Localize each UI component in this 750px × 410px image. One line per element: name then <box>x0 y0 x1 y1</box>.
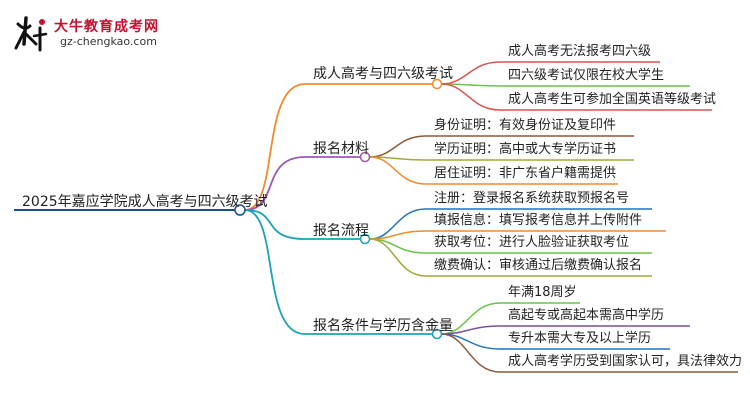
leaf-4-3[interactable]: 专升本需大专及以上学历 <box>508 331 652 346</box>
branch-connector-4 <box>244 209 306 335</box>
logo-url: gz-chengkao.com <box>60 35 157 48</box>
leaf-2-3[interactable]: 居住证明：非广东省户籍需提供 <box>434 166 617 181</box>
branch-node-circle-4 <box>431 328 443 340</box>
leaf-1-1[interactable]: 成人高考无法报考四六级 <box>508 44 652 59</box>
leaf-connector <box>441 333 670 350</box>
branch-node-circle-1 <box>431 78 443 90</box>
leaf-connector <box>369 208 652 240</box>
leaf-4-1[interactable]: 年满18周岁 <box>508 285 577 300</box>
root-node-circle <box>234 204 246 216</box>
logo-calligraphy-icon <box>14 16 48 52</box>
leaf-3-2[interactable]: 填报信息：填写报考信息并上传附件 <box>434 213 643 228</box>
leaf-connector <box>441 83 712 111</box>
branch-node-circle-2 <box>359 151 371 163</box>
leaf-connectors <box>369 61 738 373</box>
leaf-1-3[interactable]: 成人高考生可参加全国英语等级考试 <box>508 92 717 107</box>
branch-topic-3[interactable]: 报名流程 <box>313 223 369 239</box>
leaf-3-4[interactable]: 缴费确认：审核通过后缴费确认报名 <box>434 258 643 273</box>
leaf-connector <box>369 135 634 158</box>
leaf-1-2[interactable]: 四六级考试仅限在校大学生 <box>508 68 665 83</box>
leaf-connector <box>441 333 738 373</box>
leaf-3-1[interactable]: 注册：登录报名系统获取预报名号 <box>434 191 630 206</box>
leaf-connector <box>369 238 652 254</box>
branch-connector-1 <box>244 83 306 211</box>
leaf-2-1[interactable]: 身份证明：有效身份证及复印件 <box>434 118 617 133</box>
branch-connector-2 <box>244 156 306 211</box>
logo-title: 大牛教育成考网 <box>54 19 159 35</box>
leaf-connector <box>441 83 690 87</box>
branch-connector-3 <box>244 209 306 240</box>
branch-topic-4[interactable]: 报名条件与学历含金量 <box>313 318 453 334</box>
leaf-connector <box>441 61 660 85</box>
branch-topic-1[interactable]: 成人高考与四六级考试 <box>313 66 453 82</box>
leaf-connector <box>441 302 580 335</box>
leaf-4-2[interactable]: 高起专或高起本需高中学历 <box>508 308 665 323</box>
root-topic[interactable]: 2025年嘉应学院成人高考与四六级考试 <box>22 194 268 210</box>
site-logo[interactable]: 大牛教育成考网 gz-chengkao.com <box>12 14 187 54</box>
branch-node-circle-3 <box>359 233 371 245</box>
leaf-connector <box>369 238 652 277</box>
leaf-connector <box>369 156 618 185</box>
leaf-2-2[interactable]: 学历证明：高中或大专学历证书 <box>434 142 617 157</box>
leaf-4-4[interactable]: 成人高考学历受到国家认可，具法律效力 <box>508 354 743 369</box>
branch-topic-2[interactable]: 报名材料 <box>313 141 369 157</box>
leaf-3-3[interactable]: 获取考位：进行人脸验证获取考位 <box>434 235 630 250</box>
